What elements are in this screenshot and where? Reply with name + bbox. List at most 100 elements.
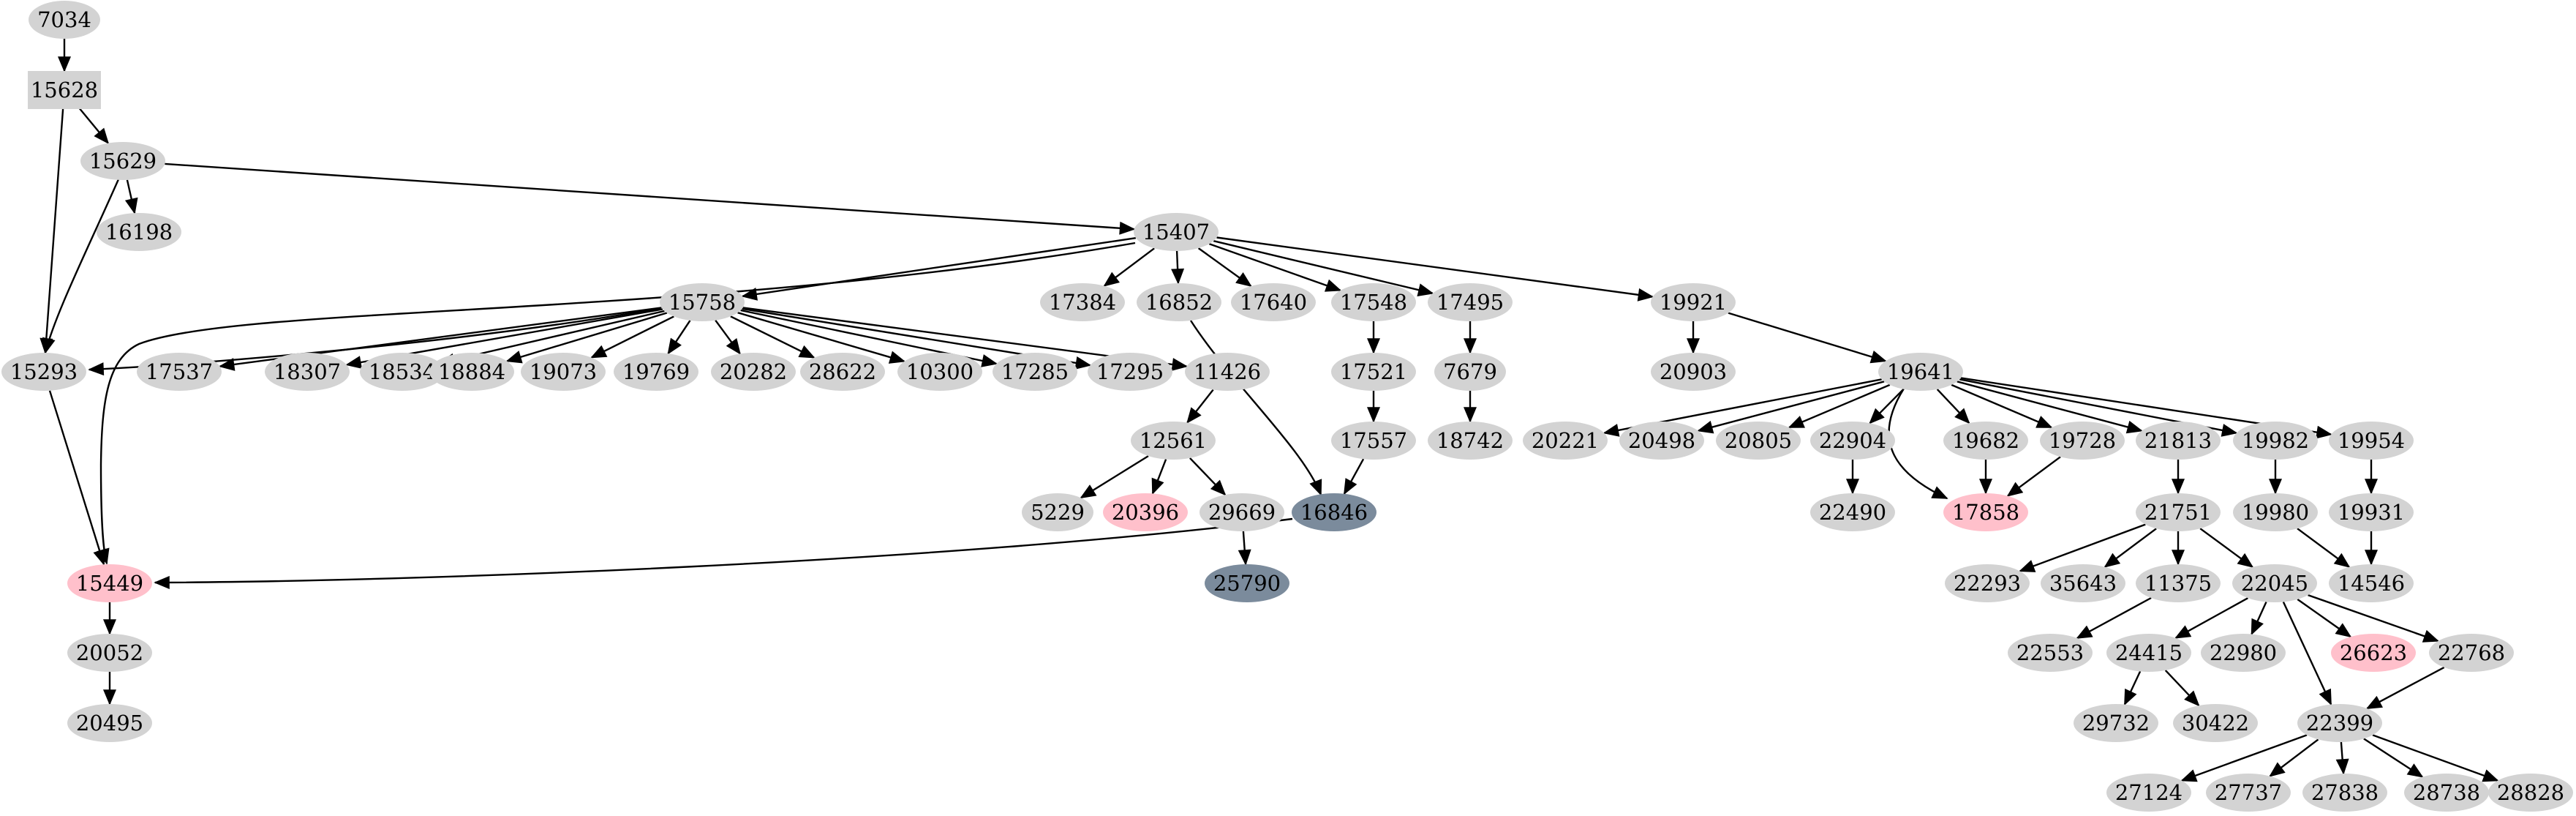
node-label-30422: 30422 (2182, 711, 2249, 735)
node-17548: 17548 (1331, 283, 1416, 321)
node-ellipse-27838 (2302, 774, 2387, 812)
node-ellipse-21751 (2136, 493, 2221, 531)
node-ellipse-17537 (137, 353, 222, 391)
node-17537: 17537 (137, 353, 222, 391)
node-label-15758: 15758 (669, 290, 736, 315)
node-ellipse-11375 (2136, 564, 2221, 602)
node-ellipse-28738 (2404, 774, 2489, 812)
node-19921: 19921 (1651, 283, 1736, 321)
node-label-22490: 22490 (1819, 500, 1886, 525)
edge-22399-27737 (2269, 738, 2319, 777)
node-ellipse-16846 (1292, 493, 1376, 531)
node-17495: 17495 (1428, 283, 1513, 321)
node-label-19954: 19954 (2338, 428, 2405, 453)
node-11426: 11426 (1185, 353, 1270, 391)
node-ellipse-5229 (1022, 493, 1093, 531)
edge-16852-16846 (1189, 320, 1322, 496)
node-ellipse-17384 (1040, 283, 1125, 321)
node-22553: 22553 (2008, 634, 2093, 672)
node-19931: 19931 (2329, 493, 2414, 531)
node-label-19682: 19682 (1952, 428, 2019, 453)
node-29732: 29732 (2074, 704, 2158, 742)
node-label-15628: 15628 (31, 78, 98, 102)
node-22904: 22904 (1810, 422, 1895, 460)
node-label-17537: 17537 (146, 359, 213, 384)
node-label-7679: 7679 (1443, 359, 1497, 384)
edge-22045-22980 (2251, 602, 2267, 636)
edge-15758-18884 (505, 312, 668, 364)
node-18884: 18884 (429, 353, 514, 391)
node-ellipse-29669 (1200, 493, 1284, 531)
node-ellipse-15293 (1, 353, 86, 391)
node-label-29732: 29732 (2082, 711, 2150, 735)
edge-12561-5229 (1080, 455, 1149, 499)
node-label-26623: 26623 (2340, 640, 2407, 665)
edge-11426-12561 (1186, 389, 1214, 424)
node-ellipse-27124 (2106, 774, 2191, 812)
node-label-16846: 16846 (1300, 500, 1368, 525)
node-ellipse-30422 (2173, 704, 2258, 742)
node-20221: 20221 (1523, 422, 1608, 460)
node-ellipse-19931 (2329, 493, 2414, 531)
node-ellipse-19921 (1651, 283, 1736, 321)
node-16852: 16852 (1137, 283, 1221, 321)
node-ellipse-19980 (2233, 493, 2318, 531)
node-20498: 20498 (1619, 422, 1704, 460)
node-label-22768: 22768 (2438, 640, 2505, 665)
node-label-20495: 20495 (76, 711, 143, 735)
edge-19641-20498 (1697, 381, 1885, 434)
node-17557: 17557 (1331, 422, 1416, 460)
node-label-20498: 20498 (1628, 428, 1695, 453)
node-label-28622: 28622 (809, 359, 876, 384)
node-28738: 28738 (2404, 774, 2489, 812)
node-label-19641: 19641 (1887, 359, 1954, 384)
node-20903: 20903 (1651, 353, 1736, 391)
node-label-35643: 35643 (2049, 571, 2117, 596)
node-11375: 11375 (2136, 564, 2221, 602)
edge-19641-20805 (1788, 383, 1891, 429)
node-ellipse-25790 (1205, 564, 1289, 602)
edge-22045-24415 (2174, 597, 2248, 639)
edge-15407-17495 (1213, 240, 1434, 296)
node-ellipse-22045 (2232, 564, 2317, 602)
node-label-20052: 20052 (76, 640, 143, 665)
node-7034: 7034 (29, 1, 100, 39)
node-ellipse-20805 (1716, 422, 1801, 460)
node-18534: 18534 (360, 353, 445, 391)
node-ellipse-12561 (1131, 422, 1216, 460)
node-17295: 17295 (1088, 353, 1172, 391)
edge-12561-29669 (1189, 457, 1227, 496)
edge-15407-17548 (1208, 243, 1342, 292)
edge-19921-19641 (1728, 312, 1887, 364)
node-ellipse-14546 (2329, 564, 2414, 602)
edge-24415-30422 (2164, 670, 2200, 707)
node-ellipse-17557 (1331, 422, 1416, 460)
node-label-21813: 21813 (2144, 428, 2212, 453)
node-28622: 28622 (800, 353, 885, 391)
node-label-17495: 17495 (1436, 290, 1504, 315)
node-ellipse-7679 (1434, 353, 1506, 391)
edge-19980-14546 (2297, 528, 2351, 568)
node-label-29669: 29669 (1208, 500, 1276, 525)
node-label-17285: 17285 (1001, 359, 1069, 384)
node-19641: 19641 (1878, 353, 1963, 391)
node-ellipse-22553 (2008, 634, 2093, 672)
edge-15407-16852 (1171, 250, 1185, 285)
node-label-18307: 18307 (274, 359, 341, 384)
node-22980: 22980 (2201, 634, 2286, 672)
node-ellipse-18307 (265, 353, 350, 391)
node-21813: 21813 (2136, 422, 2221, 460)
node-ellipse-17285 (993, 353, 1077, 391)
edge-15407-17384 (1103, 247, 1155, 287)
node-24415: 24415 (2106, 634, 2191, 672)
edge-22045-22399 (2282, 601, 2332, 706)
node-14546: 14546 (2329, 564, 2414, 602)
node-ellipse-28622 (800, 353, 885, 391)
node-ellipse-20052 (67, 634, 152, 672)
node-label-28828: 28828 (2497, 780, 2564, 805)
node-20282: 20282 (711, 353, 796, 391)
node-label-17295: 17295 (1096, 359, 1164, 384)
node-label-22293: 22293 (1954, 571, 2021, 596)
node-19728: 19728 (2040, 422, 2125, 460)
node-30422: 30422 (2173, 704, 2258, 742)
